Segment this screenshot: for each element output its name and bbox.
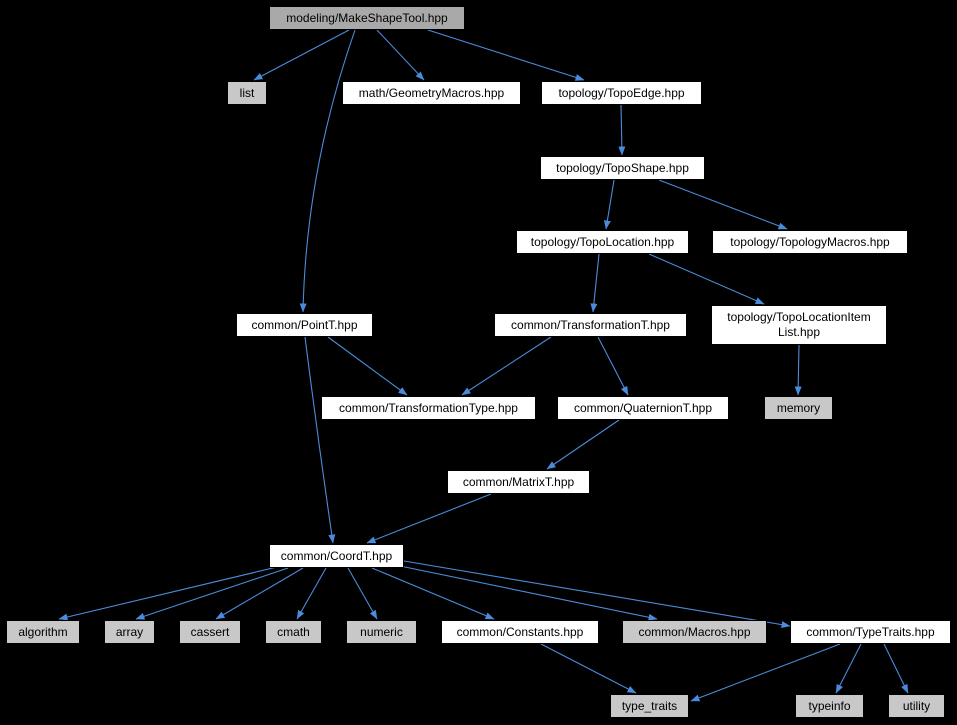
edge-coord-t--constants bbox=[371, 567, 495, 620]
node-label: numeric bbox=[360, 624, 403, 639]
node-matrix-t[interactable]: common/MatrixT.hpp bbox=[447, 470, 590, 494]
node-label: common/CoordT.hpp bbox=[280, 548, 393, 563]
edge-topo-shape--topology-macros bbox=[658, 179, 788, 230]
node-memory[interactable]: memory bbox=[764, 396, 833, 420]
node-label: algorithm bbox=[18, 624, 68, 639]
node-quaternion-t[interactable]: common/QuaternionT.hpp bbox=[557, 396, 729, 420]
node-transformation-t[interactable]: common/TransformationT.hpp bbox=[494, 313, 687, 337]
edge-topo-location--transformation-t bbox=[590, 253, 600, 313]
node-label: cassert bbox=[190, 624, 230, 639]
edge-make-shape-tool--topo-edge bbox=[427, 29, 585, 81]
edge-type-traits-hpp--utility bbox=[883, 643, 909, 694]
edge-make-shape-tool--point-t bbox=[299, 29, 356, 313]
edge-transformation-t--transformation-type bbox=[461, 336, 552, 396]
edge-topo-edge--topo-shape bbox=[618, 104, 626, 156]
node-list[interactable]: list bbox=[227, 81, 267, 105]
edge-coord-t--cmath bbox=[296, 567, 327, 620]
edge-coord-t--numeric bbox=[347, 567, 378, 620]
node-numeric[interactable]: numeric bbox=[346, 620, 417, 644]
edge-quaternion-t--matrix-t bbox=[546, 419, 620, 470]
node-label: topology/TopoLocation.hpp bbox=[530, 234, 675, 249]
node-label: topology/TopoShape.hpp bbox=[556, 160, 689, 175]
edge-group bbox=[58, 29, 909, 702]
node-label: topology/TopologyMacros.hpp bbox=[730, 234, 890, 249]
node-label: common/TransformationType.hpp bbox=[339, 400, 518, 415]
edge-constants--type-traits-std bbox=[540, 643, 637, 694]
edge-topo-shape--topo-location bbox=[603, 179, 615, 230]
edge-point-t--coord-t bbox=[304, 336, 336, 544]
node-label: common/QuaternionT.hpp bbox=[573, 400, 713, 415]
node-label: topology/TopoLocationItem List.hpp bbox=[727, 310, 871, 339]
node-type-traits-hpp[interactable]: common/TypeTraits.hpp bbox=[790, 620, 951, 644]
node-topology-macros[interactable]: topology/TopologyMacros.hpp bbox=[712, 230, 908, 254]
node-label: typeinfo bbox=[808, 698, 851, 713]
node-point-t[interactable]: common/PointT.hpp bbox=[236, 313, 373, 337]
edge-type-traits-hpp--typeinfo bbox=[835, 643, 862, 694]
node-label: topology/TopoEdge.hpp bbox=[558, 85, 685, 100]
node-label: common/TransformationT.hpp bbox=[511, 317, 670, 332]
node-cmath[interactable]: cmath bbox=[265, 620, 322, 644]
node-array[interactable]: array bbox=[104, 620, 155, 644]
edge-point-t--transformation-type bbox=[327, 336, 408, 396]
node-typeinfo[interactable]: typeinfo bbox=[795, 694, 864, 718]
edge-make-shape-tool--geometry-macros bbox=[376, 29, 425, 81]
node-geometry-macros[interactable]: math/GeometryMacros.hpp bbox=[342, 81, 521, 105]
node-topo-location-item-list[interactable]: topology/TopoLocationItem List.hpp bbox=[711, 305, 887, 345]
edge-coord-t--algorithm bbox=[58, 566, 278, 621]
edge-type-traits-hpp--type-traits-std bbox=[690, 643, 841, 702]
edge-coord-t--macros bbox=[399, 565, 658, 621]
node-label: math/GeometryMacros.hpp bbox=[358, 85, 505, 100]
node-label: common/Constants.hpp bbox=[456, 624, 584, 639]
node-label: type_traits bbox=[621, 698, 678, 713]
edge-coord-t--array bbox=[135, 567, 289, 620]
node-macros[interactable]: common/Macros.hpp bbox=[622, 620, 767, 644]
node-label: utility bbox=[902, 698, 931, 713]
edge-coord-t--cassert bbox=[215, 567, 304, 620]
edge-coord-t--type-traits-hpp bbox=[403, 560, 791, 629]
node-utility[interactable]: utility bbox=[888, 694, 945, 718]
node-topo-shape[interactable]: topology/TopoShape.hpp bbox=[540, 156, 705, 180]
node-label: array bbox=[115, 624, 144, 639]
edge-matrix-t--coord-t bbox=[366, 493, 492, 544]
node-label: common/PointT.hpp bbox=[251, 317, 358, 332]
node-label: memory bbox=[776, 400, 821, 415]
edge-topo-location--topo-location-item-list bbox=[648, 253, 765, 305]
node-algorithm[interactable]: algorithm bbox=[6, 620, 80, 644]
edge-make-shape-tool--list bbox=[253, 29, 350, 81]
node-topo-edge[interactable]: topology/TopoEdge.hpp bbox=[541, 81, 702, 105]
node-label: list bbox=[239, 85, 255, 100]
node-label: common/TypeTraits.hpp bbox=[806, 624, 935, 639]
node-label: common/Macros.hpp bbox=[638, 624, 751, 639]
node-topo-location[interactable]: topology/TopoLocation.hpp bbox=[516, 230, 689, 254]
node-label: cmath bbox=[277, 624, 310, 639]
node-label: modeling/MakeShapeTool.hpp bbox=[286, 10, 448, 25]
node-label: common/MatrixT.hpp bbox=[462, 474, 575, 489]
node-transformation-type[interactable]: common/TransformationType.hpp bbox=[321, 396, 536, 420]
node-cassert[interactable]: cassert bbox=[179, 620, 241, 644]
node-coord-t[interactable]: common/CoordT.hpp bbox=[269, 544, 404, 568]
edge-transformation-t--quaternion-t bbox=[597, 336, 629, 396]
edge-topo-location-item-list--memory bbox=[794, 344, 802, 396]
node-type-traits-std[interactable]: type_traits bbox=[610, 694, 689, 718]
node-constants[interactable]: common/Constants.hpp bbox=[441, 620, 599, 644]
node-make-shape-tool[interactable]: modeling/MakeShapeTool.hpp bbox=[269, 6, 465, 30]
